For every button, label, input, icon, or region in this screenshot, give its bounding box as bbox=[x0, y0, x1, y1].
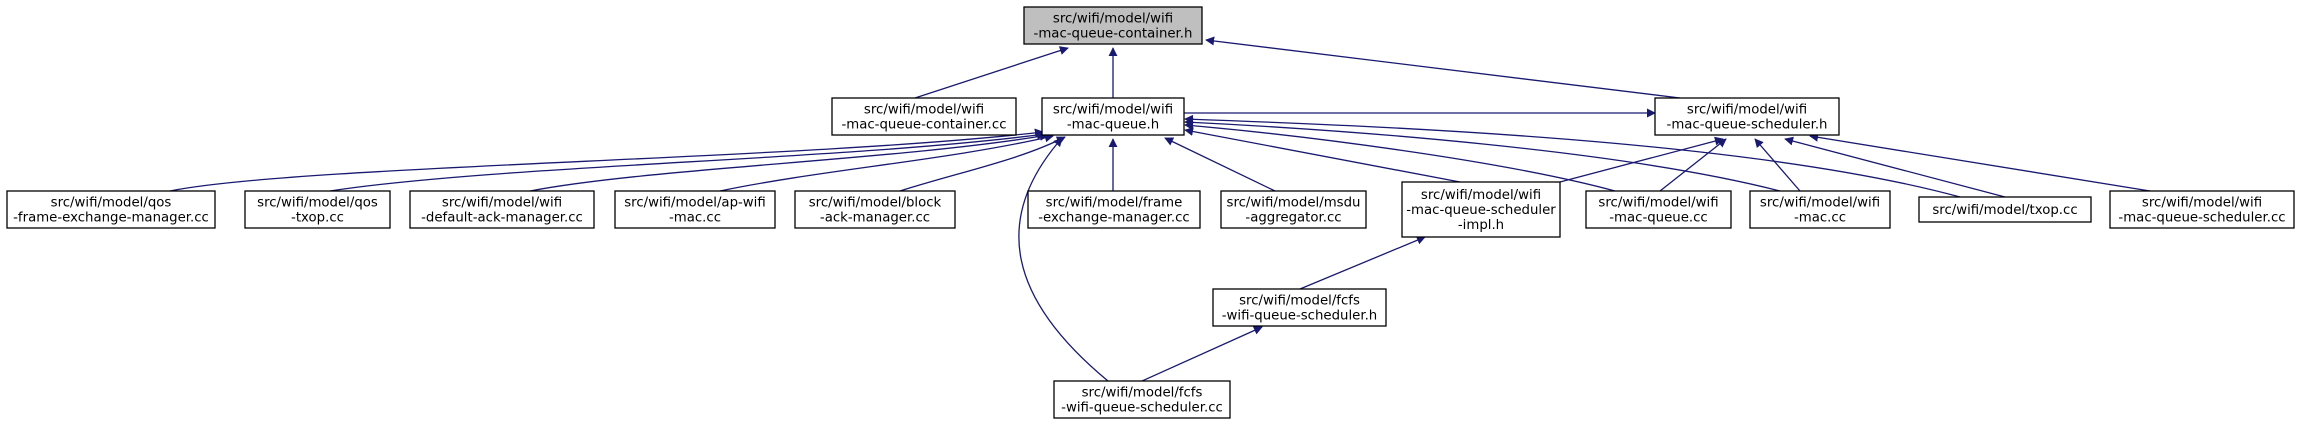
edge-txop_cc-to-mqs_h bbox=[1784, 136, 2006, 198]
node-fem[interactable]: src/wifi/model/frame-exchange-manager.cc bbox=[1027, 190, 1201, 229]
node-label-line: src/wifi/model/msdu bbox=[1227, 196, 1361, 211]
node-qos_fem[interactable]: src/wifi/model/qos-frame-exchange-manage… bbox=[6, 190, 216, 229]
node-label-line: -mac-queue.cc bbox=[1609, 211, 1708, 226]
node-fcfs_h[interactable]: src/wifi/model/fcfs-wifi-queue-scheduler… bbox=[1212, 288, 1387, 327]
node-qos_txop[interactable]: src/wifi/model/qos-txop.cc bbox=[244, 190, 391, 229]
file-nodes: src/wifi/model/wifi-mac-queue-container.… bbox=[6, 6, 2295, 419]
node-box bbox=[614, 190, 776, 229]
node-box bbox=[1220, 190, 1367, 229]
node-msdu[interactable]: src/wifi/model/msdu-aggregator.cc bbox=[1220, 190, 1367, 229]
node-label-line: -frame-exchange-manager.cc bbox=[13, 211, 209, 226]
node-box bbox=[409, 190, 595, 229]
node-box bbox=[1401, 181, 1561, 238]
edge-mqs_h-to-root bbox=[1205, 36, 1681, 99]
node-label-line: -txop.cc bbox=[291, 211, 344, 226]
node-mq_cc[interactable]: src/wifi/model/wifi-mac-queue.cc bbox=[1585, 190, 1732, 229]
node-box bbox=[1585, 190, 1732, 229]
node-box bbox=[1749, 190, 1891, 229]
edge-mqs_impl-to-mqs_h bbox=[1559, 136, 1724, 183]
node-box bbox=[831, 97, 1017, 136]
node-label-line: src/wifi/model/wifi bbox=[1053, 103, 1173, 118]
node-label-line: src/wifi/model/ap-wifi bbox=[624, 196, 766, 211]
node-mq_h[interactable]: src/wifi/model/wifi-mac-queue.h bbox=[1041, 97, 1185, 136]
node-ap_mac[interactable]: src/wifi/model/ap-wifi-mac.cc bbox=[614, 190, 776, 229]
node-label-line: -mac-queue.h bbox=[1067, 118, 1159, 133]
node-def_ack[interactable]: src/wifi/model/wifi-default-ack-manager.… bbox=[409, 190, 595, 229]
node-label-line: src/wifi/model/wifi bbox=[1687, 103, 1807, 118]
node-label-line: -mac-queue-container.h bbox=[1034, 27, 1193, 42]
node-label-line: -mac-queue-container.cc bbox=[841, 118, 1006, 133]
node-label-line: src/wifi/model/wifi bbox=[2142, 196, 2262, 211]
node-label-line: src/wifi/model/wifi bbox=[1598, 196, 1718, 211]
edge-mqs_impl-to-mq_h bbox=[1184, 127, 1461, 183]
edge-msdu-to-mq_h bbox=[1164, 137, 1276, 192]
node-label-line: -mac-queue-scheduler.cc bbox=[2118, 211, 2285, 226]
node-label-line: src/wifi/model/frame bbox=[1046, 196, 1183, 211]
node-label-line: src/wifi/model/qos bbox=[51, 196, 172, 211]
edge-mq_cc-to-mq_h bbox=[1184, 121, 1616, 192]
node-label-line: -exchange-manager.cc bbox=[1038, 211, 1190, 226]
node-mqc_cc[interactable]: src/wifi/model/wifi-mac-queue-container.… bbox=[831, 97, 1017, 136]
node-label-line: src/wifi/model/fcfs bbox=[1082, 386, 1203, 401]
node-box bbox=[1918, 196, 2092, 223]
edge-fcfs_cc-to-mq_h bbox=[1018, 137, 1109, 382]
edge-wmac_cc-to-mqs_h bbox=[1754, 138, 1801, 192]
node-label-line: src/wifi/model/qos bbox=[257, 196, 378, 211]
edge-fcfs_cc-to-fcfs_h bbox=[1141, 326, 1263, 382]
edge-mq_cc-to-mqs_h bbox=[1659, 138, 1727, 192]
edge-wmac_cc-to-mq_h bbox=[1184, 117, 1781, 192]
node-label-line: src/wifi/model/wifi bbox=[864, 103, 984, 118]
node-box bbox=[1053, 380, 1231, 419]
edge-fcfs_h-to-mqs_impl bbox=[1299, 235, 1426, 290]
edge-txop_cc-to-mq_h bbox=[1184, 114, 1961, 198]
node-label-line: -mac.cc bbox=[1794, 211, 1846, 226]
node-label-line: -mac.cc bbox=[669, 211, 721, 226]
node-label-line: -wifi-queue-scheduler.h bbox=[1222, 309, 1378, 324]
edge-qos_fem-to-mq_h bbox=[169, 128, 1044, 192]
node-box bbox=[6, 190, 216, 229]
node-label-line: src/wifi/model/fcfs bbox=[1239, 294, 1360, 309]
node-box bbox=[1023, 6, 1203, 45]
node-box bbox=[1041, 97, 1185, 136]
node-label-line: -mac-queue-scheduler bbox=[1406, 203, 1556, 218]
node-root[interactable]: src/wifi/model/wifi-mac-queue-container.… bbox=[1023, 6, 1203, 45]
node-label-line: src/wifi/model/wifi bbox=[1053, 12, 1173, 27]
node-box bbox=[794, 190, 956, 229]
node-box bbox=[1027, 190, 1201, 229]
edge-block_ack-to-mq_h bbox=[899, 136, 1066, 192]
edge-qos_txop-to-mq_h bbox=[329, 130, 1046, 192]
node-label-line: -ack-manager.cc bbox=[820, 211, 930, 226]
node-label-line: src/wifi/model/wifi bbox=[442, 196, 562, 211]
node-label-line: -mac-queue-scheduler.h bbox=[1667, 118, 1828, 133]
node-label-line: -default-ack-manager.cc bbox=[421, 211, 583, 226]
node-label-line: src/wifi/model/wifi bbox=[1760, 196, 1880, 211]
node-box bbox=[1212, 288, 1387, 327]
node-fcfs_cc[interactable]: src/wifi/model/fcfs-wifi-queue-scheduler… bbox=[1053, 380, 1231, 419]
edge-mqs_cc-to-mqs_h bbox=[1809, 132, 2151, 192]
node-box bbox=[1654, 97, 1840, 136]
node-wmac_cc[interactable]: src/wifi/model/wifi-mac.cc bbox=[1749, 190, 1891, 229]
edge-def_ack-to-mq_h bbox=[529, 131, 1049, 192]
node-label-line: -aggregator.cc bbox=[1245, 211, 1341, 226]
edge-ap_mac-to-mq_h bbox=[719, 133, 1054, 192]
node-mqs_h[interactable]: src/wifi/model/wifi-mac-queue-scheduler.… bbox=[1654, 97, 1840, 136]
node-label-line: src/wifi/model/txop.cc bbox=[1932, 203, 2077, 218]
node-block_ack[interactable]: src/wifi/model/block-ack-manager.cc bbox=[794, 190, 956, 229]
node-label-line: src/wifi/model/wifi bbox=[1421, 188, 1541, 203]
dependency-edges bbox=[169, 36, 2151, 382]
node-box bbox=[2109, 190, 2295, 229]
node-label-line: -wifi-queue-scheduler.cc bbox=[1061, 401, 1223, 416]
node-mqs_cc[interactable]: src/wifi/model/wifi-mac-queue-scheduler.… bbox=[2109, 190, 2295, 229]
node-label-line: -impl.h bbox=[1458, 218, 1504, 233]
node-box bbox=[244, 190, 391, 229]
node-label-line: src/wifi/model/block bbox=[809, 196, 942, 211]
edge-mqc_cc-to-root bbox=[914, 46, 1069, 99]
node-mqs_impl[interactable]: src/wifi/model/wifi-mac-queue-scheduler-… bbox=[1401, 181, 1561, 238]
node-txop_cc[interactable]: src/wifi/model/txop.cc bbox=[1918, 196, 2092, 223]
